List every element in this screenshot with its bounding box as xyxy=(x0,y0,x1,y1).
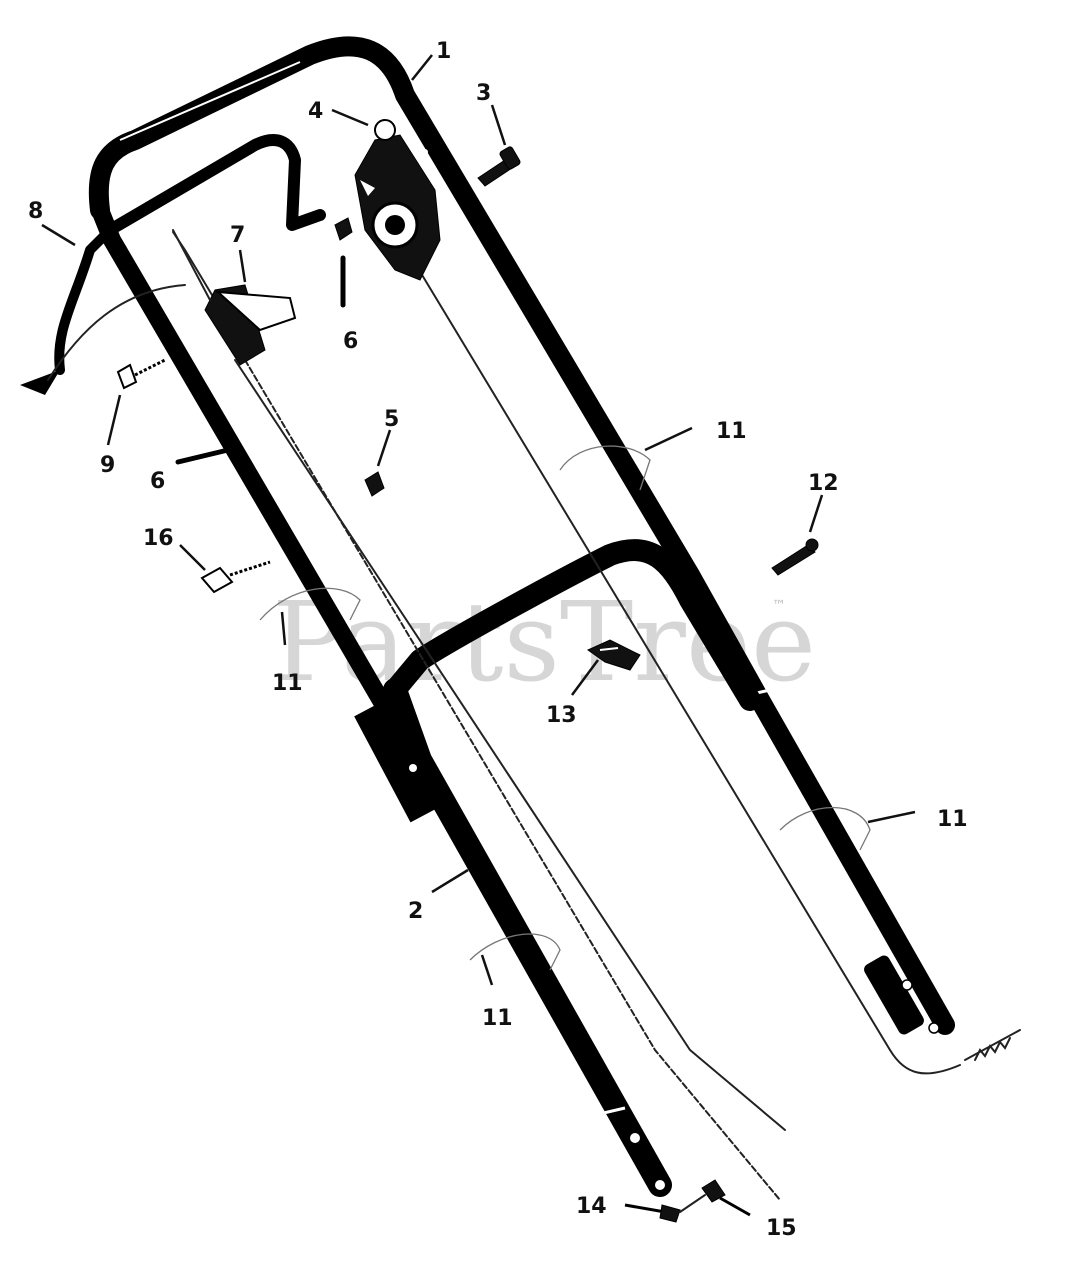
label-2: 2 xyxy=(408,899,423,924)
part-13-knob xyxy=(586,639,641,671)
label-3: 3 xyxy=(476,81,491,106)
leader-lines xyxy=(41,54,916,986)
watermark-trademark: ™ xyxy=(772,598,786,614)
part-5-nuts xyxy=(334,217,385,497)
label-11c: 11 xyxy=(937,807,968,832)
label-4: 4 xyxy=(308,99,323,124)
label-11a: 11 xyxy=(716,419,747,444)
label-8: 8 xyxy=(28,199,43,224)
label-6b: 6 xyxy=(150,469,165,494)
part-4-control-lever xyxy=(354,119,441,281)
label-11d: 11 xyxy=(482,1006,513,1031)
label-5: 5 xyxy=(384,407,399,432)
lower-handle xyxy=(354,539,761,1197)
part-16-wing-screw xyxy=(200,560,271,594)
label-9: 9 xyxy=(100,453,115,478)
callout-labels: 1 2 3 4 5 6 6 7 8 9 11 11 11 11 12 13 14… xyxy=(28,39,968,1241)
label-16: 16 xyxy=(143,526,174,551)
label-14: 14 xyxy=(576,1194,607,1219)
label-1: 1 xyxy=(436,39,451,64)
label-11b: 11 xyxy=(272,671,303,696)
control-cables xyxy=(172,231,961,1201)
label-7: 7 xyxy=(230,223,245,248)
part-11-cable-ties xyxy=(259,445,871,971)
label-6a: 6 xyxy=(343,329,358,354)
label-12: 12 xyxy=(808,471,839,496)
part-9-screw xyxy=(116,358,166,390)
label-15: 15 xyxy=(766,1216,797,1241)
upper-handle xyxy=(88,36,955,1035)
label-13: 13 xyxy=(546,703,577,728)
part-3-bolt xyxy=(477,146,521,187)
bail-control-bar xyxy=(20,134,326,395)
part-14-15-fasteners xyxy=(624,1179,751,1223)
part-7-control-switch xyxy=(172,229,297,366)
part-12-bolt xyxy=(771,538,819,576)
spring-end xyxy=(964,1029,1021,1061)
part-6-pins xyxy=(175,255,346,465)
